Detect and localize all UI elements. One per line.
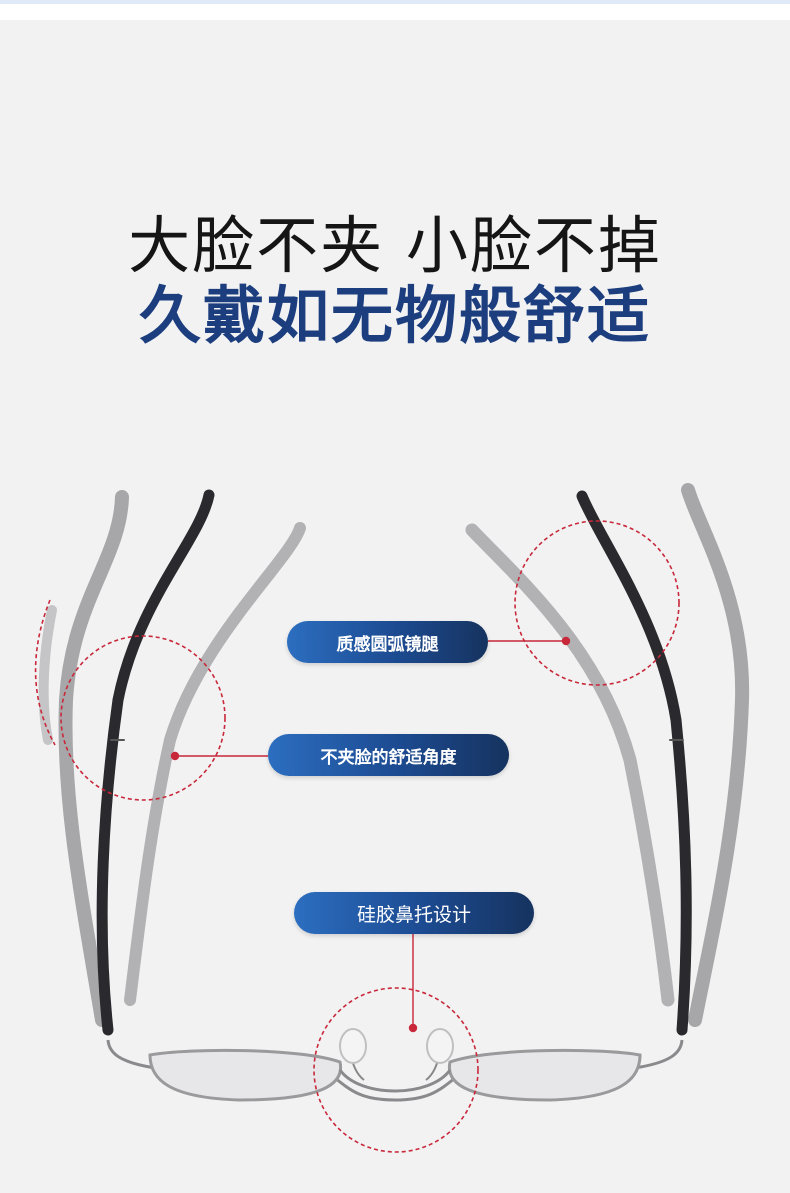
angle-highlight-circle bbox=[60, 635, 226, 801]
top-strip bbox=[0, 0, 790, 20]
left-temple-black bbox=[96, 489, 215, 1036]
headline-line-1: 大脸不夹 小脸不掉 bbox=[128, 209, 662, 282]
callout-silicone-nose-pad: 硅胶鼻托设计 bbox=[294, 892, 534, 934]
right-temple-gray-inner bbox=[465, 523, 675, 1007]
connector-dot-3 bbox=[408, 1023, 418, 1033]
glasses-frame bbox=[106, 1039, 684, 1102]
connector-dot-1 bbox=[561, 636, 571, 646]
right-temple-gray-outer bbox=[681, 483, 750, 1027]
callout-temple-arc: 质感圆弧镜腿 bbox=[287, 621, 488, 663]
right-temple-black bbox=[576, 490, 692, 1036]
callout-markers bbox=[34, 520, 680, 1153]
nose-pad-highlight-circle bbox=[313, 987, 479, 1153]
callout-comfort-angle: 不夹脸的舒适角度 bbox=[268, 734, 509, 776]
nose-pads bbox=[339, 1028, 454, 1081]
left-temple-gray-outer bbox=[58, 490, 129, 1027]
connector-dot-2 bbox=[170, 751, 180, 761]
headline-line-2: 久戴如无物般舒适 bbox=[138, 279, 651, 352]
temple-highlight-circle bbox=[514, 520, 680, 686]
callout-connectors bbox=[170, 636, 571, 1033]
